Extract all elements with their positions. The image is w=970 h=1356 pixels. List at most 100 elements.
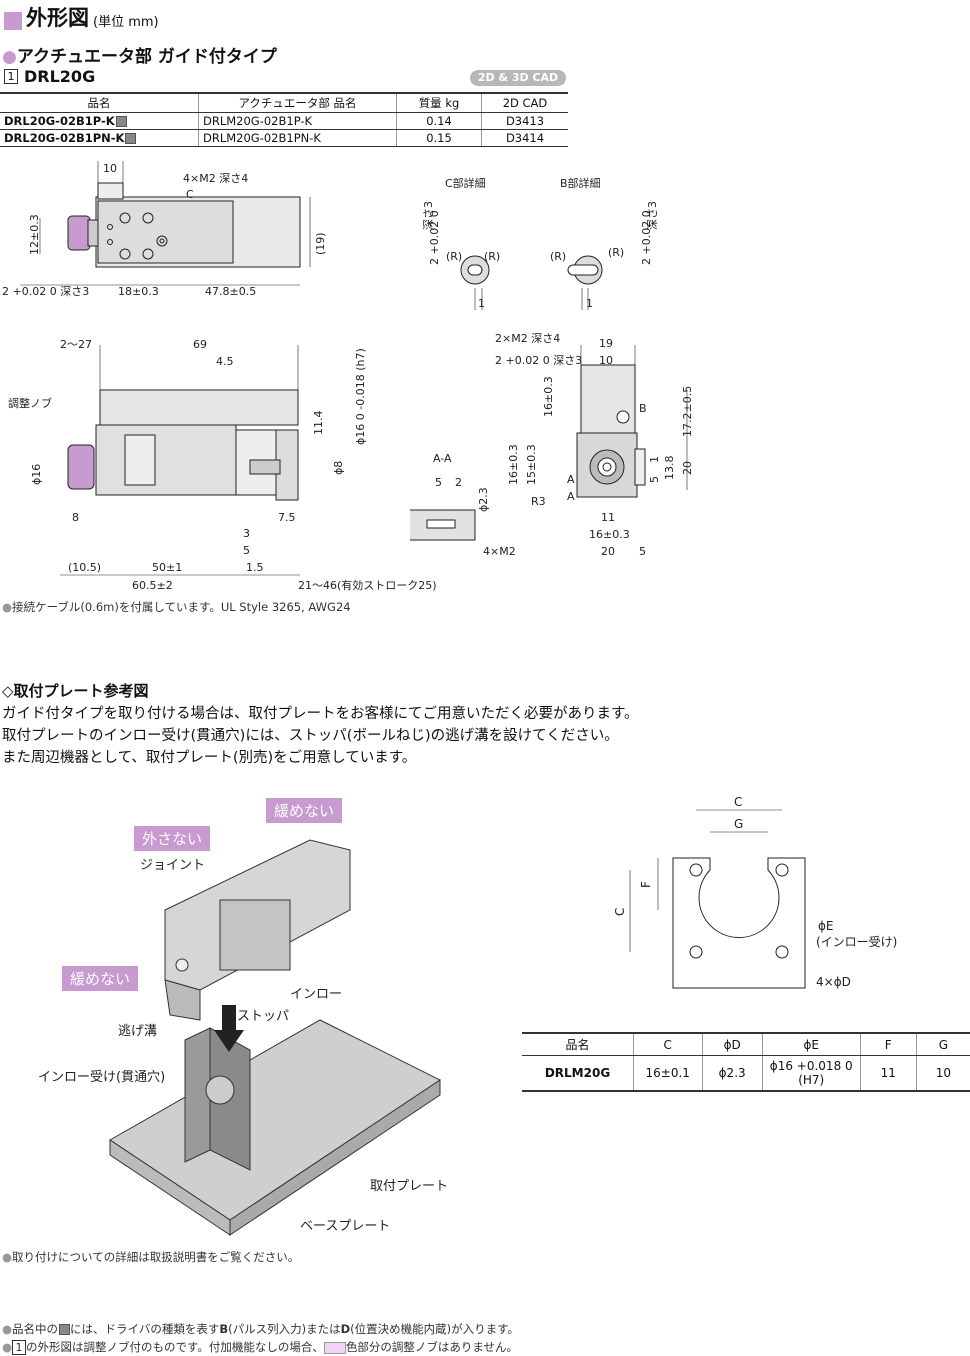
svg-text:4×ϕD: 4×ϕD [816, 975, 851, 989]
plate-table: 品名 C ϕD ϕE F G DRLM20G 16±0.1 ϕ2.3 ϕ16 +… [522, 1032, 970, 1092]
svg-text:ϕE: ϕE [818, 919, 834, 933]
dim-label: 4×M2 深さ4 [183, 172, 248, 185]
svg-text:69: 69 [193, 338, 207, 351]
pink-swatch-icon [323, 1341, 346, 1354]
table-row: DRL20G-02B1P-K DRLM20G-02B1P-K 0.14 D341… [0, 112, 568, 130]
svg-text:(インロー受け): (インロー受け) [816, 935, 897, 949]
placeholder-square-icon [125, 133, 137, 144]
svg-text:ジョイント: ジョイント [140, 858, 205, 873]
label-do-not-loosen: 緩めない [266, 798, 343, 823]
svg-text:ϕ16 0 -0.018 (h7): ϕ16 0 -0.018 (h7) [354, 348, 367, 445]
svg-text:C: C [613, 908, 627, 916]
title-square-icon [4, 12, 22, 30]
front-view-drawing: 2×M2 深さ4 2 +0.02 0 深さ3 19 10 B 16±0.3 17… [495, 332, 694, 558]
svg-text:20: 20 [601, 545, 615, 558]
svg-text:1: 1 [478, 297, 485, 310]
svg-text:G: G [734, 817, 743, 831]
section2-title: ◇取付プレート参考図 [2, 682, 149, 700]
top-view-drawing: 10 4×M2 深さ4 C 12±0.3 (19) 2 +0.02 0 深さ3 … [2, 161, 327, 298]
bullet-icon: ● [2, 1250, 13, 1264]
svg-text:50±1: 50±1 [152, 561, 182, 574]
table-row: DRLM20G 16±0.1 ϕ2.3 ϕ16 +0.018 0 (H7) 11… [522, 1055, 970, 1092]
mounting-note: ●取り付けについての詳細は取扱説明書をご覧ください。 [2, 1250, 300, 1264]
dim-label: 2 +0.02 0 深さ3 [2, 285, 89, 298]
svg-text:13.8: 13.8 [663, 456, 676, 481]
svg-text:R3: R3 [531, 495, 546, 508]
label-do-not-remove: 外さない [134, 826, 211, 851]
svg-text:1: 1 [586, 297, 593, 310]
dim-label: 12±0.3 [28, 214, 41, 255]
svg-text:11: 11 [601, 511, 615, 524]
page-title: 外形図 (単位 mm) [4, 2, 159, 32]
svg-text:インロー: インロー [290, 987, 342, 1002]
svg-text:(R): (R) [608, 246, 624, 259]
svg-text:17.2±0.5: 17.2±0.5 [681, 386, 694, 437]
svg-text:1.5: 1.5 [246, 561, 264, 574]
table-header-row: 品名 アクチュエータ部 品名 質量 kg 2D CAD [0, 92, 568, 113]
svg-text:2 +0.02 0: 2 +0.02 0 [640, 210, 653, 265]
section-title: A-A [433, 452, 452, 465]
svg-text:逃げ溝: 逃げ溝 [118, 1024, 157, 1039]
svg-text:7.5: 7.5 [278, 511, 296, 524]
svg-text:5: 5 [243, 544, 250, 557]
plate-drawing: C G F C ϕE (インロー受け) 4×ϕD [613, 795, 897, 989]
svg-text:11.4: 11.4 [312, 411, 325, 436]
svg-text:5: 5 [639, 545, 646, 558]
svg-text:2 +0.02 0 深さ3: 2 +0.02 0 深さ3 [495, 354, 582, 367]
bullet-icon: ● [2, 1322, 13, 1336]
bullet-icon: ● [2, 47, 17, 67]
section-title: ●アクチュエータ部 ガイド付タイプ [2, 47, 277, 67]
svg-text:4.5: 4.5 [216, 355, 234, 368]
svg-text:ベースプレート: ベースプレート [300, 1219, 390, 1234]
section-aa-drawing: A-A 5 2 ϕ2.3 4×M2 [410, 452, 516, 558]
label-do-not-loosen: 緩めない [62, 966, 139, 991]
svg-text:A: A [567, 473, 575, 486]
dim-label: 47.8±0.5 [205, 285, 256, 298]
svg-text:19: 19 [599, 337, 613, 350]
svg-text:3: 3 [243, 527, 250, 540]
detail-drawing: C部詳細 B部詳細 2 +0.02 0 深さ3 2 +0.02 0 深さ3 (R… [422, 176, 659, 310]
svg-text:(R): (R) [446, 250, 462, 263]
svg-text:4×M2: 4×M2 [483, 545, 516, 558]
svg-text:ϕ8: ϕ8 [332, 461, 345, 475]
svg-text:C: C [734, 795, 742, 809]
table-header-row: 品名 C ϕD ϕE F G [522, 1032, 970, 1056]
svg-text:16±0.3: 16±0.3 [507, 444, 520, 485]
svg-text:2～27: 2～27 [60, 338, 92, 351]
svg-text:16±0.3: 16±0.3 [589, 528, 630, 541]
svg-text:F: F [639, 881, 653, 888]
model-heading: 1 DRL20G [4, 67, 95, 86]
svg-text:B: B [639, 402, 647, 415]
svg-text:8: 8 [72, 511, 79, 524]
svg-text:10: 10 [599, 354, 613, 367]
svg-text:インロー受け(貫通穴): インロー受け(貫通穴) [38, 1070, 165, 1085]
detail-title: C部詳細 [445, 176, 486, 190]
svg-text:2 +0.02 0: 2 +0.02 0 [428, 210, 441, 265]
bullet-icon: ● [2, 1340, 13, 1354]
dim-label: C [186, 188, 194, 201]
svg-text:60.5±2: 60.5±2 [132, 579, 173, 592]
svg-text:ϕ16: ϕ16 [30, 464, 43, 485]
svg-text:20: 20 [681, 461, 694, 475]
svg-text:16±0.3: 16±0.3 [542, 376, 555, 417]
svg-text:A: A [567, 490, 575, 503]
svg-text:2: 2 [455, 476, 462, 489]
svg-text:5: 5 [648, 476, 661, 483]
svg-text:(R): (R) [550, 250, 566, 263]
cable-note: ●接続ケーブル(0.6m)を付属しています。UL Style 3265, AWG… [2, 600, 351, 614]
spec-table: 品名 アクチュエータ部 品名 質量 kg 2D CAD DRL20G-02B1P… [0, 92, 568, 147]
table-row: DRL20G-02B1PN-K DRLM20G-02B1PN-K 0.15 D3… [0, 129, 568, 147]
svg-text:深さ3: 深さ3 [646, 201, 659, 230]
svg-text:深さ3: 深さ3 [422, 201, 435, 230]
cad-badge[interactable]: 2D & 3D CAD [470, 70, 566, 86]
svg-text:調整ノブ: 調整ノブ [8, 396, 52, 410]
section2-body: ガイド付タイプを取り付ける場合は、取付プレートをお客様にてご用意いただく必要があ… [2, 706, 639, 766]
svg-text:(R): (R) [484, 250, 500, 263]
svg-text:5: 5 [435, 476, 442, 489]
dim-label: 10 [103, 162, 117, 175]
svg-text:ϕ2.3: ϕ2.3 [477, 487, 490, 512]
svg-text:15±0.3: 15±0.3 [525, 444, 538, 485]
svg-text:ストッパ: ストッパ [237, 1009, 289, 1024]
svg-text:(10.5): (10.5) [68, 561, 101, 574]
